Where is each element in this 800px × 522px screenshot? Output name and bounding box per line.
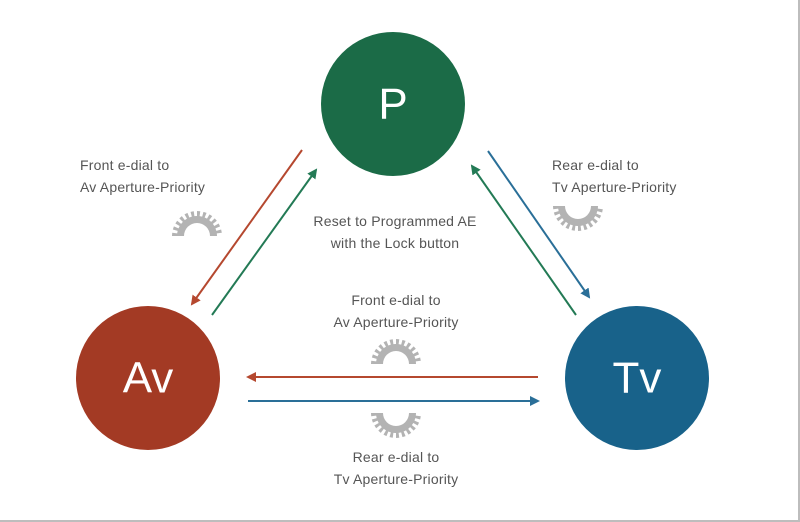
rear-dial-gear-icon	[553, 206, 603, 231]
shutter-priority-label: Tv	[613, 354, 662, 403]
front-dial-label-middle-line1: Front e-dial to	[351, 292, 441, 308]
gear-half-bottom-shape	[371, 413, 421, 438]
rear-dial-label-line1: Rear e-dial to	[552, 157, 639, 173]
gear-half-top-shape	[172, 211, 222, 236]
front-dial-gear-icon	[172, 211, 222, 236]
rear-dial-label-bottom-line1: Rear e-dial to	[352, 449, 440, 465]
gear-half-bottom-shape	[553, 206, 603, 231]
program-mode-node	[321, 32, 465, 176]
program-mode-label: P	[378, 80, 407, 129]
arrow-shutter-to-program	[470, 164, 577, 316]
aperture-priority-label: Av	[123, 354, 174, 403]
reset-lock-label-line2: with the Lock button	[330, 235, 460, 251]
reset-lock-label: Reset to Programmed AE with the Lock but…	[290, 210, 500, 254]
rear-dial-label-line2: Tv Aperture-Priority	[552, 179, 677, 195]
arrow-program-to-aperture	[190, 149, 303, 306]
gear-half-top-shape	[371, 339, 421, 364]
rear-dial-gear-icon	[371, 413, 421, 438]
front-dial-label-line1: Front e-dial to	[80, 157, 170, 173]
rear-dial-label-right: Rear e-dial to Tv Aperture-Priority	[552, 154, 677, 198]
front-dial-gear-icon	[371, 339, 421, 364]
reset-lock-label-line1: Reset to Programmed AE	[313, 213, 477, 229]
rear-dial-label-bottom: Rear e-dial to Tv Aperture-Priority	[296, 446, 496, 490]
front-dial-label-middle: Front e-dial to Av Aperture-Priority	[296, 289, 496, 333]
arrow-aperture-to-program	[211, 168, 318, 316]
rear-dial-label-bottom-line2: Tv Aperture-Priority	[333, 471, 459, 487]
shutter-priority-node	[565, 306, 709, 450]
front-dial-label-middle-line2: Av Aperture-Priority	[333, 314, 459, 330]
arrow-program-to-shutter	[487, 150, 591, 299]
front-dial-label-line2: Av Aperture-Priority	[80, 179, 206, 195]
aperture-priority-node	[76, 306, 220, 450]
front-dial-label-left: Front e-dial to Av Aperture-Priority	[80, 154, 205, 198]
